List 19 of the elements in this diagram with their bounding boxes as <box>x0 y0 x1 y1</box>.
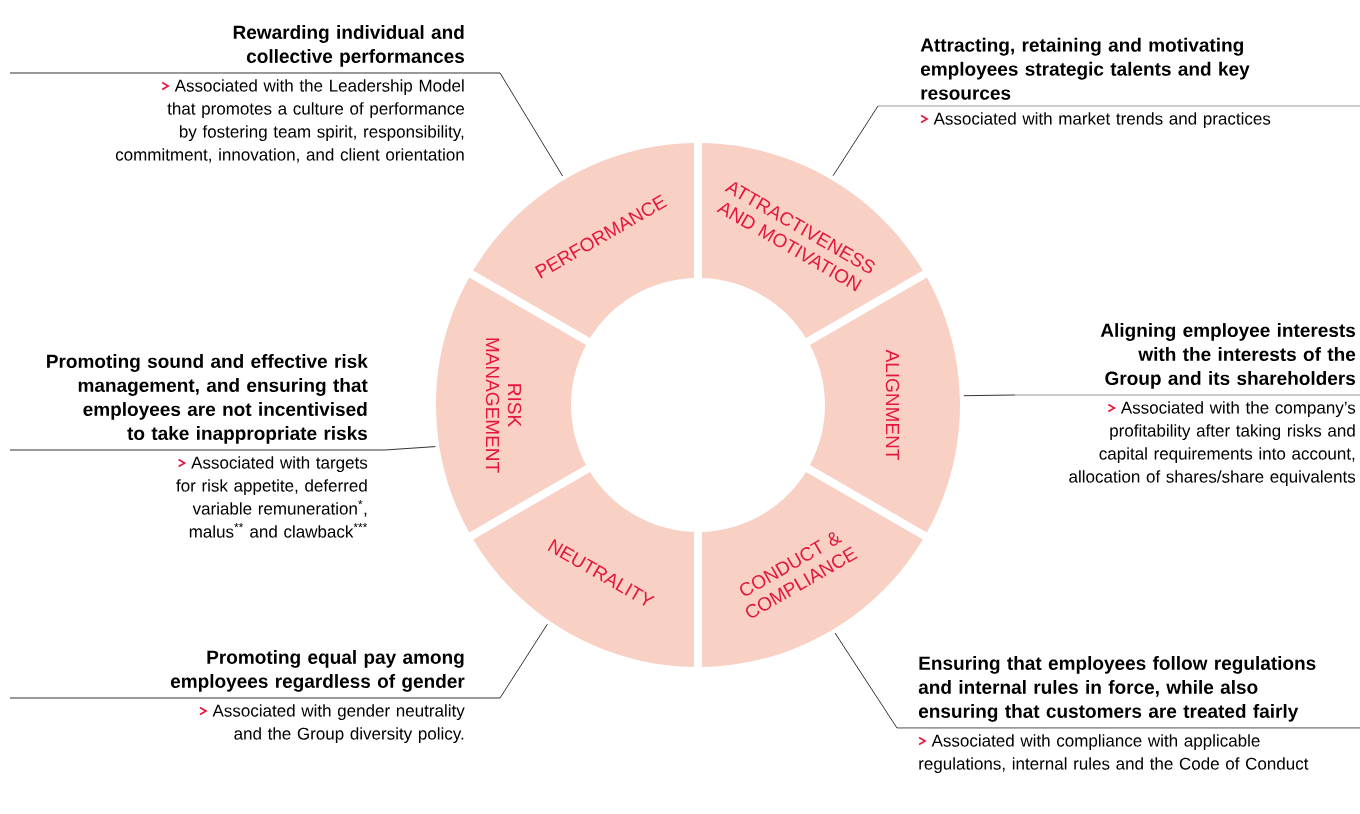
leader-line <box>499 623 548 699</box>
heading: Rewarding individual and collective performances <box>233 25 464 67</box>
leader-line <box>963 394 1016 397</box>
heading: Promoting equal pay among employees regardless of gender <box>170 650 465 692</box>
leader-line <box>499 72 563 177</box>
description: Associated with market trends and practices <box>920 112 1271 129</box>
description: Associated with targets for risk appetite, deferred variable remuneration$^{*}$, malus$^{**}$ and clawback$^{***}$ <box>176 456 368 538</box>
description: Associated with compliance with applicable regulations, internal rules and the Code of Conduct <box>918 734 1309 774</box>
node-label: ALIGNMENT <box>885 349 900 460</box>
description: Associated with gender neutrality and the Group diversity policy. <box>199 704 465 744</box>
node-label: RISK MANAGEMENT <box>485 338 522 473</box>
leader-line <box>384 446 436 451</box>
leader-line <box>834 632 898 729</box>
description: Associated with the Leadership Model that promotes a culture of performance by fostering team spirit, responsibility, commitment, innovation, and client orientation <box>115 79 464 163</box>
leader-line <box>832 105 879 177</box>
heading: Aligning employee interests with the interests of the Group and its shareholders <box>1100 323 1356 389</box>
heading: Promoting sound and effective risk management, and ensuring that employees are not incentivised to take inappropriate risks <box>47 354 368 444</box>
heading: Attracting, retaining and motivating employees strategic talents and key resources <box>920 37 1250 100</box>
description: Associated with the company’s profitability after taking risks and capital requirements into account, allocation of shares/share equivalents <box>1069 401 1356 487</box>
